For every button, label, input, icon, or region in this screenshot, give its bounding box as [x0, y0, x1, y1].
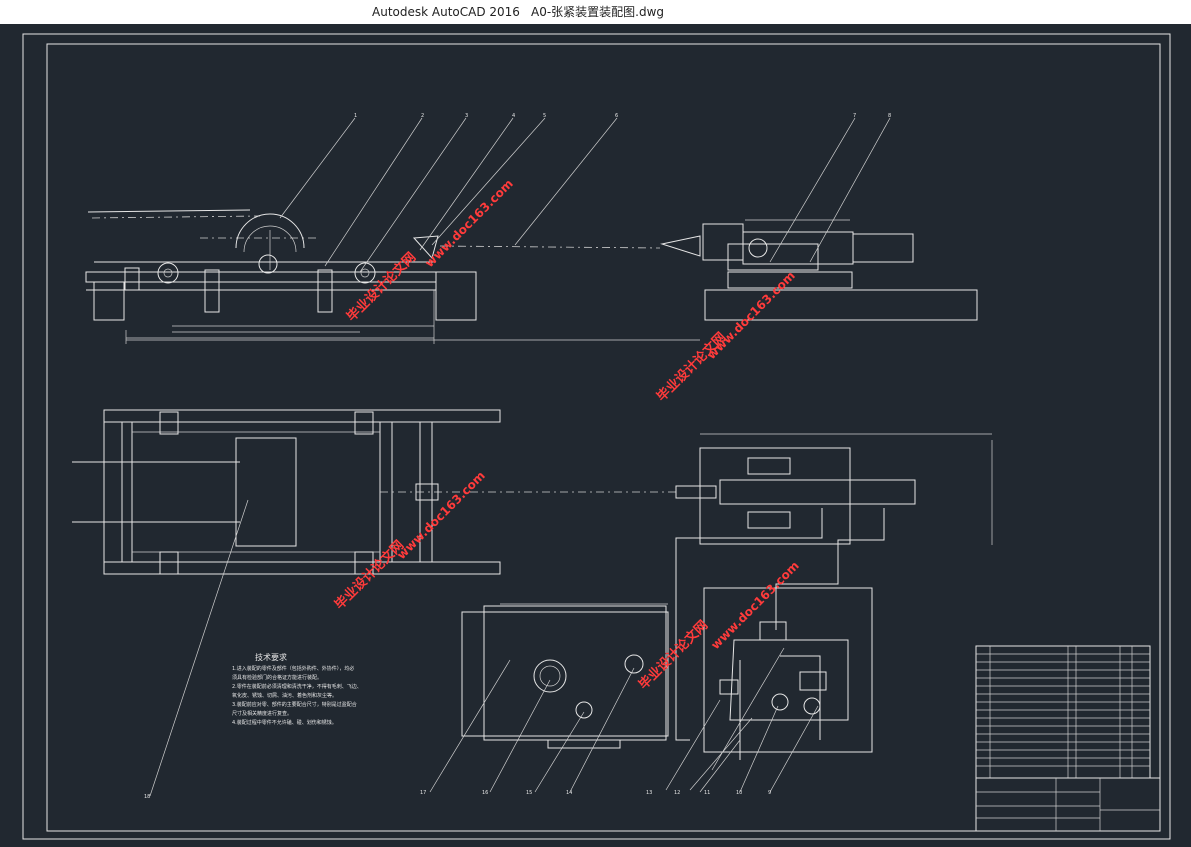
- balloon-3: 3: [465, 113, 468, 119]
- balloon-18: 18: [144, 794, 150, 800]
- side-view: [85, 209, 978, 344]
- balloon-7: 7: [853, 113, 856, 119]
- tech-line-5: 3.装配前应对零、部件的主要配合尺寸，特别是过盈配合: [232, 701, 357, 708]
- app-title: Autodesk AutoCAD 2016: [372, 5, 520, 19]
- inner-frame: [46, 43, 1161, 832]
- watermark-brand-2: 毕业设计论文网: [654, 329, 730, 405]
- tech-line-3: 2.零件在装配前必须清理和清洗干净，不得有毛刺、飞边、: [232, 683, 362, 690]
- tech-line-7: 4.装配过程中零件不允许磕、碰、划伤和锈蚀。: [232, 719, 337, 726]
- balloon-15: 15: [526, 790, 532, 796]
- balloon-16: 16: [482, 790, 488, 796]
- watermark-brand-1: 毕业设计论文网: [344, 249, 420, 325]
- drawing-canvas[interactable]: 1 2 3 4 5 6 7 8 9 10 11 12 13 14 15 16 1…: [0, 24, 1191, 843]
- tank-view: [461, 603, 669, 749]
- plan-view: [72, 409, 993, 575]
- watermark-site-1: www.doc163.com: [422, 176, 516, 270]
- balloon-6: 6: [615, 113, 618, 119]
- file-name: A0-张紧装置装配图.dwg: [531, 5, 665, 19]
- leader-lines: [149, 117, 891, 797]
- balloon-labels: 1 2 3 4 5 6 7 8 9 10 11 12 13 14 15 16 1…: [144, 113, 891, 800]
- hydraulic-lines: [675, 508, 885, 760]
- drawing-svg: 1 2 3 4 5 6 7 8 9 10 11 12 13 14 15 16 1…: [22, 33, 1171, 840]
- title-block: [975, 645, 1161, 832]
- balloon-2: 2: [421, 113, 424, 119]
- watermark-site-4: www.doc163.com: [708, 558, 802, 652]
- balloon-17: 17: [420, 790, 426, 796]
- tech-line-1: 1.进入装配的零件及部件（包括外购件、外协件），均必: [232, 665, 354, 672]
- balloon-12: 12: [674, 790, 680, 796]
- balloon-1: 1: [354, 113, 357, 119]
- tech-requirements-title: 技术要求: [255, 652, 287, 662]
- outer-frame: [22, 33, 1171, 840]
- tech-requirements: 技术要求 1.进入装配的零件及部件（包括外购件、外协件），均必 须具有检验部门的…: [232, 652, 362, 726]
- watermarks: www.doc163.com 毕业设计论文网 www.doc163.com 毕业…: [332, 176, 802, 692]
- balloon-11: 11: [704, 790, 710, 796]
- tech-line-2: 须具有检验部门的合格证方能进行装配。: [232, 674, 322, 681]
- balloon-10: 10: [736, 790, 742, 796]
- tech-line-4: 氧化皮、锈蚀、切屑、油污、着色剂和灰尘等。: [232, 692, 337, 699]
- tech-line-6: 尺寸及相关精度进行复查。: [232, 710, 292, 717]
- balloon-9: 9: [768, 790, 771, 796]
- watermark-brand-4: 毕业设计论文网: [636, 617, 712, 693]
- balloon-8: 8: [888, 113, 891, 119]
- balloon-13: 13: [646, 790, 652, 796]
- balloon-14: 14: [566, 790, 572, 796]
- watermark-site-3: www.doc163.com: [394, 468, 488, 562]
- watermark-brand-3: 毕业设计论文网: [332, 537, 408, 613]
- balloon-5: 5: [543, 113, 546, 119]
- balloon-4: 4: [512, 113, 515, 119]
- title-bar: Autodesk AutoCAD 2016 A0-张紧装置装配图.dwg: [0, 0, 1191, 24]
